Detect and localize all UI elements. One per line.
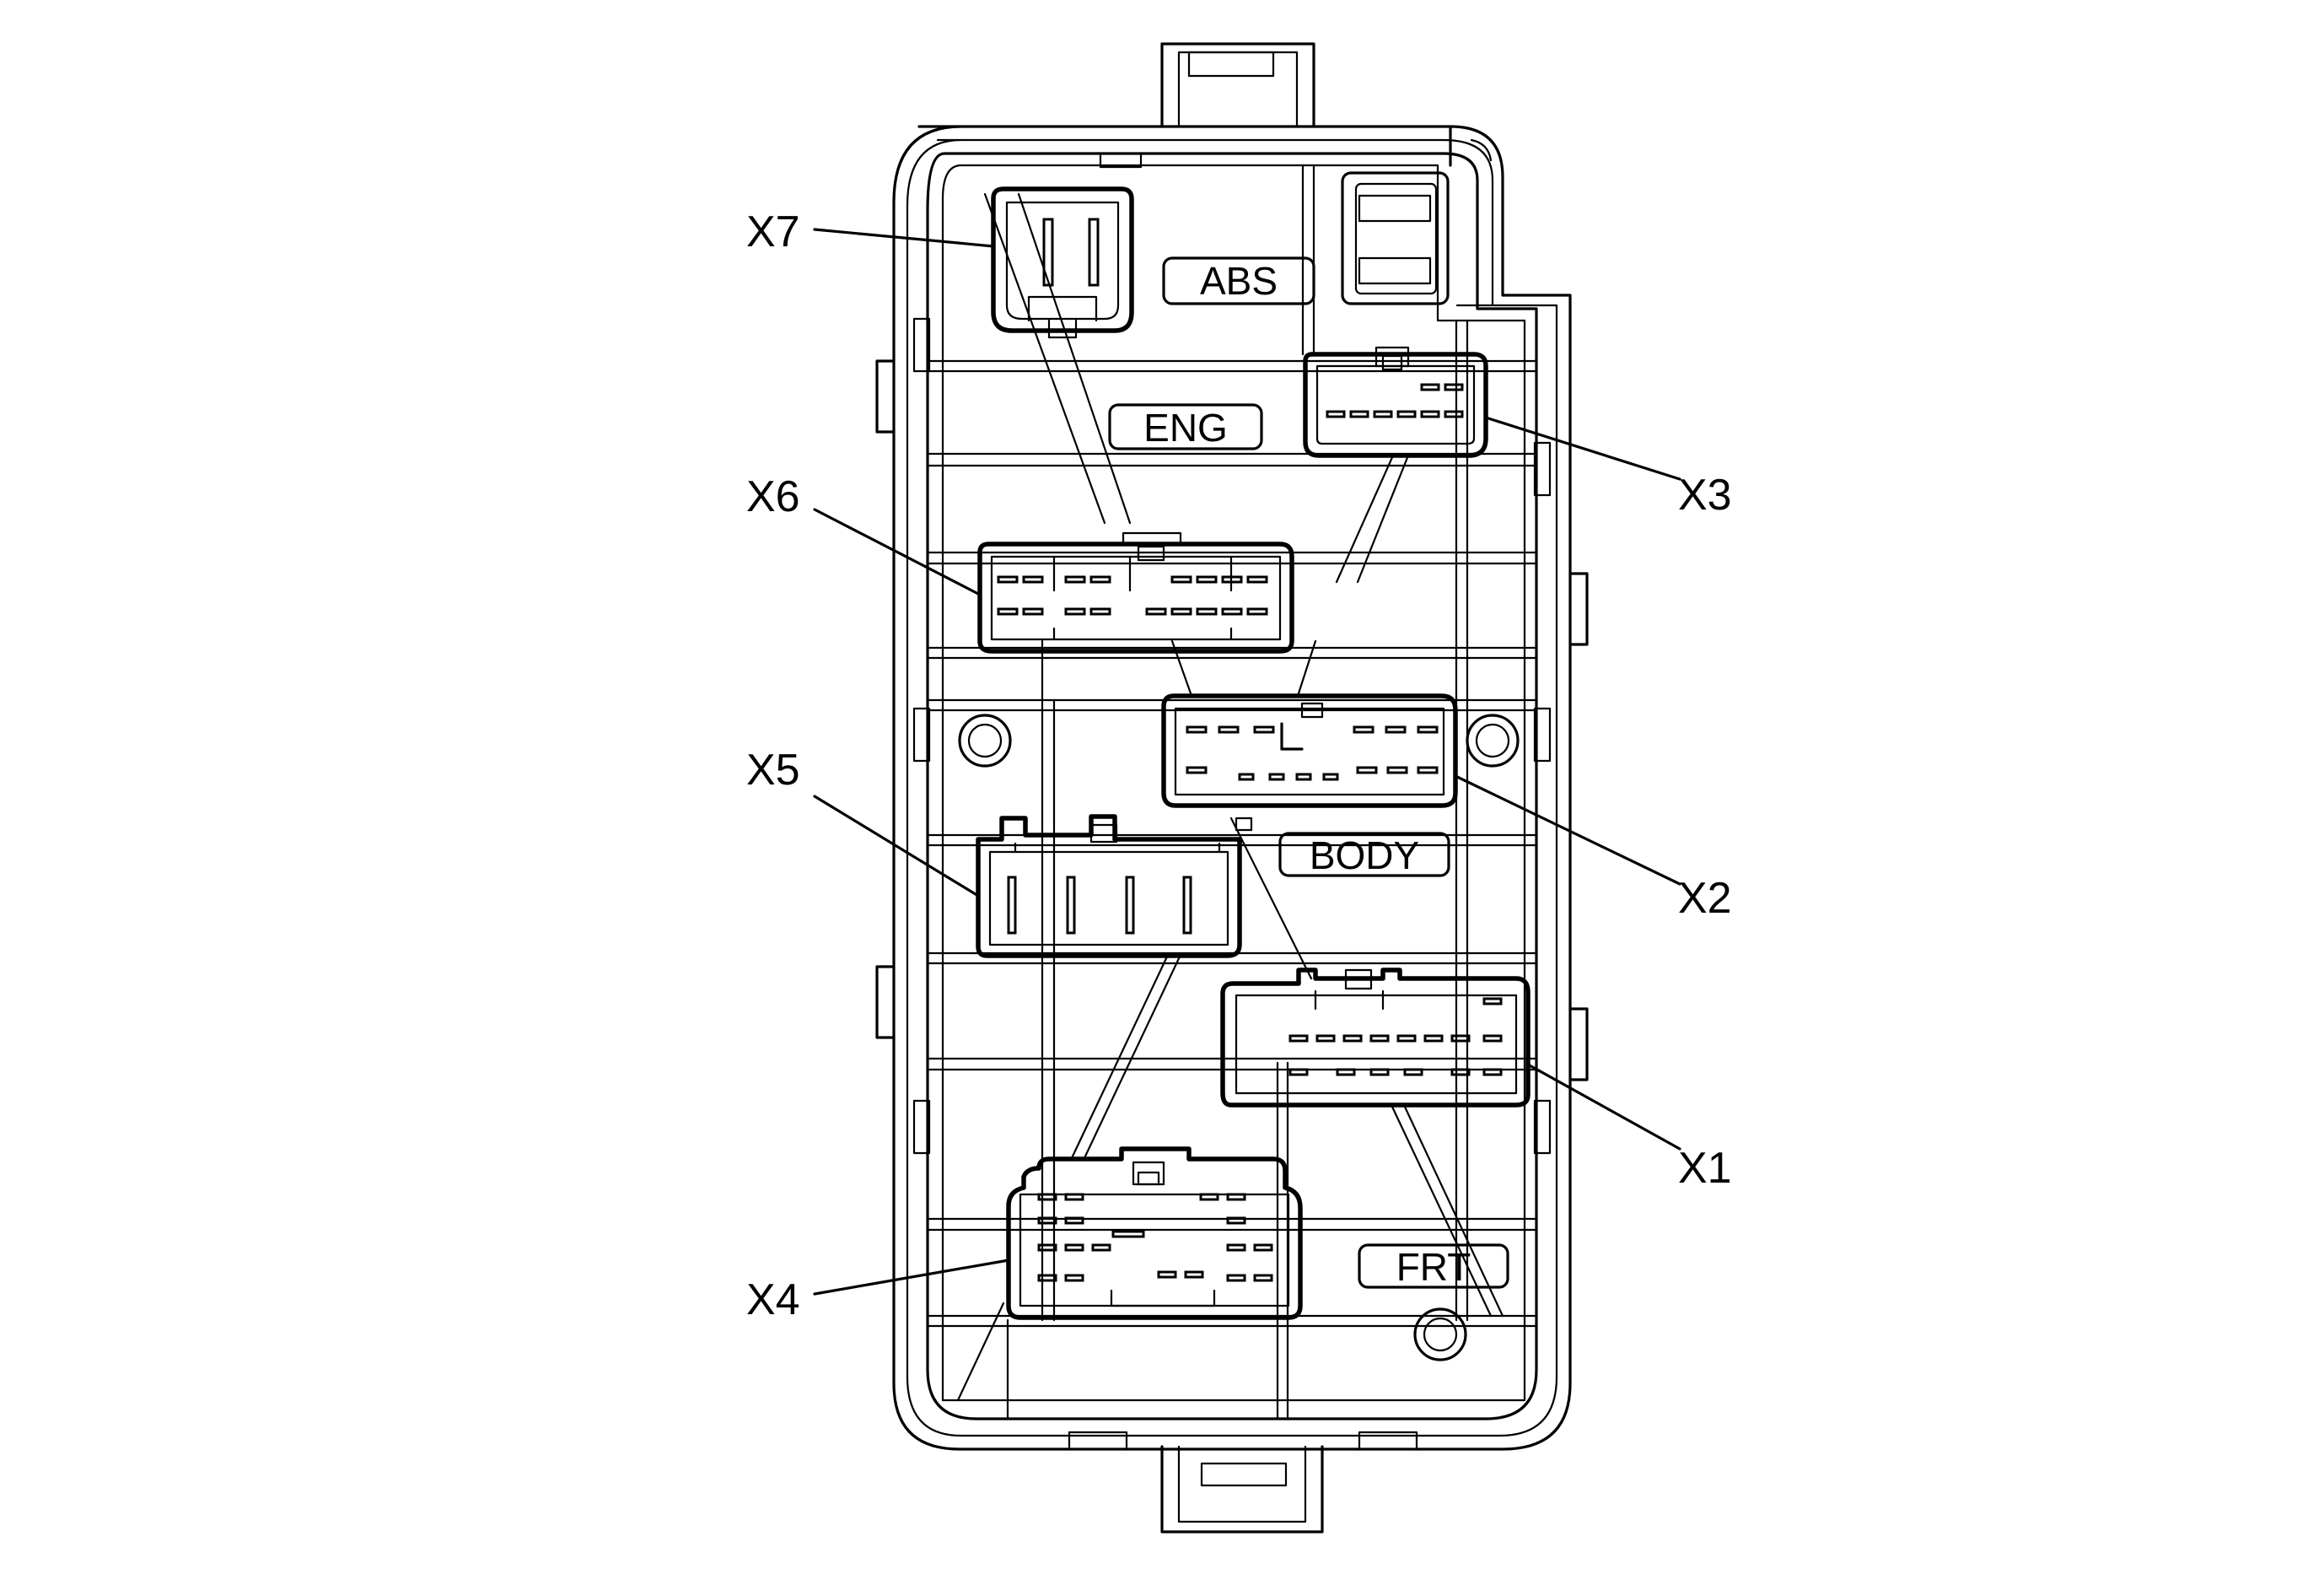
plate-eng: ENG <box>1108 403 1263 450</box>
side-clips <box>875 317 1589 1155</box>
connector-x1 <box>1220 968 1531 1108</box>
label-x6: X6 <box>746 472 800 521</box>
connector-x5 <box>976 814 1242 958</box>
connector-x3 <box>1303 346 1488 458</box>
plate-body-text: BODY <box>1310 833 1419 877</box>
label-x3: X3 <box>1678 471 1732 520</box>
plate-frt: FRT <box>1358 1243 1509 1289</box>
mounting-holes <box>958 714 1520 1361</box>
label-x4: X4 <box>746 1275 800 1324</box>
label-x7: X7 <box>746 208 800 256</box>
connector-x4-pins <box>1037 1193 1273 1282</box>
plate-abs-text: ABS <box>1200 259 1278 303</box>
connector-x7 <box>991 186 1134 339</box>
connector-x2 <box>1161 693 1458 832</box>
plate-eng-text: ENG <box>1143 406 1228 450</box>
grid-ribs <box>926 164 1538 1420</box>
plate-body: BODY <box>1278 832 1450 877</box>
callout-leaders <box>813 228 1681 1296</box>
plate-frt-text: FRT <box>1396 1245 1471 1289</box>
label-x1: X1 <box>1678 1144 1732 1193</box>
plate-abs: ABS <box>1162 256 1315 305</box>
connector-x6 <box>977 531 1294 654</box>
connector-x6-pins <box>997 575 1268 616</box>
housing <box>892 42 1572 1534</box>
label-x5: X5 <box>746 746 800 795</box>
connector-x2-pins <box>1186 725 1439 781</box>
connector-x4 <box>1006 1146 1303 1320</box>
connector-x3-pins <box>1326 383 1464 418</box>
label-x2: X2 <box>1678 874 1732 923</box>
connector-x1-pins <box>1288 997 1503 1076</box>
